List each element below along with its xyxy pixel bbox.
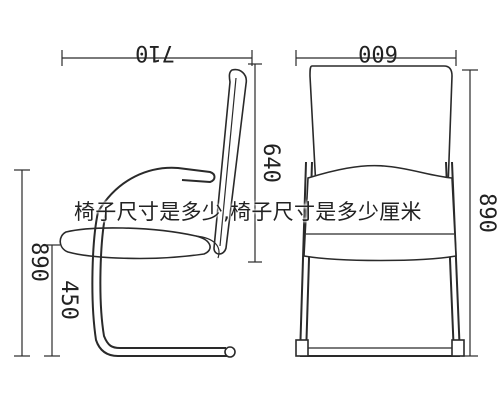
side-depth-dimension: 710 xyxy=(61,40,253,66)
side-depth-label: 710 xyxy=(135,40,175,65)
chair-front-view xyxy=(295,65,465,357)
seat-height-dimension: 450 xyxy=(44,244,81,357)
front-width-dimension: 600 xyxy=(295,40,457,66)
front-width-label: 600 xyxy=(358,40,398,65)
total-height-label: 890 xyxy=(26,242,51,282)
caption-overlay: 椅子尺寸是多少,椅子尺寸是多少厘米 xyxy=(74,200,422,224)
front-height-dimension: 890 xyxy=(462,69,499,357)
back-height-dimension: 640 xyxy=(248,63,283,263)
seat-height-label: 450 xyxy=(56,280,81,320)
front-height-label: 890 xyxy=(474,193,499,233)
total-height-dimension: 890 xyxy=(14,169,51,357)
chair-side-view xyxy=(59,68,248,358)
back-height-label: 640 xyxy=(258,143,283,183)
